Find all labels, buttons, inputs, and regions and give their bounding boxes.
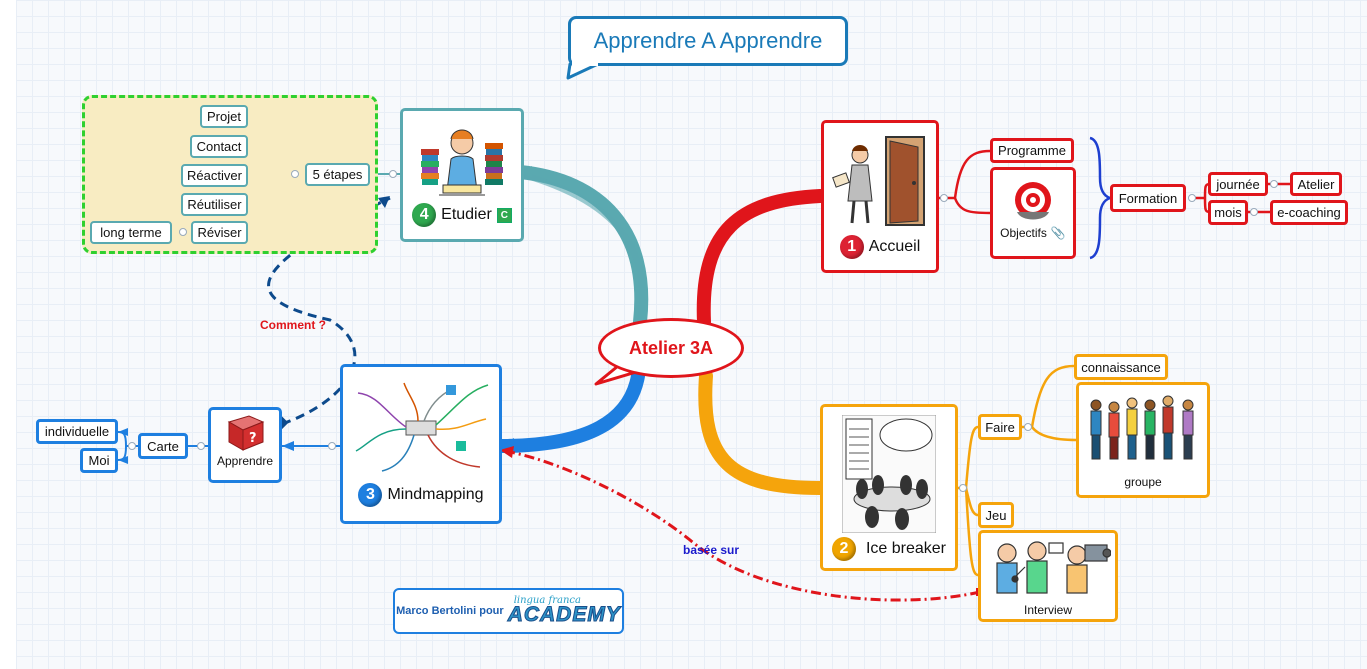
topic-individuelle[interactable]: individuelle — [36, 419, 118, 444]
collapse-dot-icon[interactable] — [1188, 194, 1196, 202]
summary-brace — [1089, 136, 1114, 260]
map-title[interactable]: Apprendre A Apprendre — [568, 16, 848, 66]
topic-projet[interactable]: Projet — [200, 105, 248, 128]
topic-contact[interactable]: Contact — [190, 135, 248, 158]
branch-icebreaker — [698, 369, 827, 495]
collapse-dot-icon[interactable] — [1270, 180, 1278, 188]
dancing-people-icon — [1090, 395, 1194, 460]
collapse-dot-icon[interactable] — [179, 228, 187, 236]
topic-connaissance[interactable]: connaissance — [1074, 354, 1168, 380]
book-stack-person-icon — [421, 129, 503, 196]
logo-big-text: ACADEMY — [507, 603, 621, 627]
academy-logo: lingua franca ACADEMY — [507, 595, 621, 627]
topic-moi[interactable]: Moi — [80, 448, 118, 473]
topic-journee[interactable]: journée — [1208, 172, 1268, 196]
cartoon-meeting-icon — [842, 415, 936, 533]
left-margin — [0, 0, 16, 669]
topic-5-etapes[interactable]: 5 étapes — [305, 163, 370, 186]
relationship-basee-sur-label[interactable]: basée sur — [683, 543, 740, 557]
topic-reutiliser[interactable]: Réutiliser — [181, 193, 248, 216]
topic-icebreaker[interactable]: 2 Ice breaker — [820, 404, 958, 571]
topic-accueil-label: Accueil — [868, 238, 921, 255]
info-marker-icon[interactable]: C — [496, 207, 512, 223]
topic-faire[interactable]: Faire — [978, 414, 1022, 440]
topic-carte[interactable]: Carte — [138, 433, 188, 459]
topic-groupe[interactable]: groupe — [1076, 382, 1210, 498]
collapse-dot-icon[interactable] — [1024, 423, 1032, 431]
topic-mois[interactable]: mois — [1208, 200, 1248, 225]
number-1-icon: 1 — [839, 235, 864, 259]
topic-etudier-label: Etudier — [441, 206, 492, 223]
branch-accueil — [696, 189, 827, 329]
number-2-icon: 2 — [831, 537, 856, 561]
interview-cartoon-icon — [996, 541, 1111, 594]
topic-formation[interactable]: Formation — [1110, 184, 1186, 212]
topic-mindmapping[interactable]: 3 Mindmapping — [340, 364, 502, 524]
number-3-icon: 3 — [358, 483, 383, 507]
topic-accueil[interactable]: 1 Accueil — [821, 120, 939, 273]
collapse-dot-icon[interactable] — [128, 442, 136, 450]
branch-mindmapping — [493, 369, 645, 453]
logo-small-text: lingua franca — [513, 595, 581, 606]
topic-objectifs[interactable]: Objectifs 📎 — [990, 167, 1076, 259]
collapse-dot-icon[interactable] — [940, 194, 948, 202]
topic-apprendre-label: Apprendre — [216, 454, 274, 468]
svg-text:?: ? — [249, 431, 257, 446]
topic-reviser[interactable]: Réviser — [191, 221, 248, 244]
topic-etudier[interactable]: 4 Etudier C — [400, 108, 524, 242]
topic-atelier[interactable]: Atelier — [1290, 172, 1342, 196]
topic-icebreaker-label-text: Ice breaker — [865, 540, 947, 557]
topic-ecoaching[interactable]: e-coaching — [1270, 200, 1348, 225]
topic-interview[interactable]: Interview — [978, 530, 1118, 622]
topic-long-terme[interactable]: long terme — [90, 221, 172, 244]
topic-interview-label: Interview — [1023, 603, 1073, 617]
topic-programme[interactable]: Programme — [990, 138, 1074, 163]
topic-objectifs-label: Objectifs — [1000, 226, 1047, 240]
relationship-basee-sur — [499, 448, 981, 602]
mindmap-thumbnail-icon — [355, 382, 489, 472]
central-topic[interactable]: Atelier 3A — [598, 318, 744, 378]
open-door-person-icon — [832, 136, 925, 226]
relationship-comment-label[interactable]: Comment ? — [260, 318, 326, 332]
help-book-icon: ? — [227, 415, 265, 451]
attachment-icon[interactable]: 📎 — [1050, 226, 1066, 240]
number-4-icon: 4 — [412, 203, 437, 227]
collapse-dot-icon[interactable] — [197, 442, 205, 450]
topic-reactiver[interactable]: Réactiver — [181, 164, 248, 187]
collapse-dot-icon[interactable] — [328, 442, 336, 450]
credit-box: Marco Bertolini pour lingua franca ACADE… — [393, 588, 624, 634]
collapse-dot-icon[interactable] — [1250, 208, 1258, 216]
branch-etudier — [513, 165, 649, 329]
collapse-dot-icon[interactable] — [389, 170, 397, 178]
topic-apprendre[interactable]: ? Apprendre — [208, 407, 282, 483]
collapse-dot-icon[interactable] — [959, 484, 967, 492]
target-icon — [1015, 182, 1051, 220]
topic-groupe-label: groupe — [1124, 475, 1162, 489]
topic-jeu[interactable]: Jeu — [978, 502, 1014, 528]
credit-author: Marco Bertolini pour — [396, 605, 504, 617]
collapse-dot-icon[interactable] — [291, 170, 299, 178]
topic-mindmapping-label: Mindmapping — [387, 486, 484, 503]
